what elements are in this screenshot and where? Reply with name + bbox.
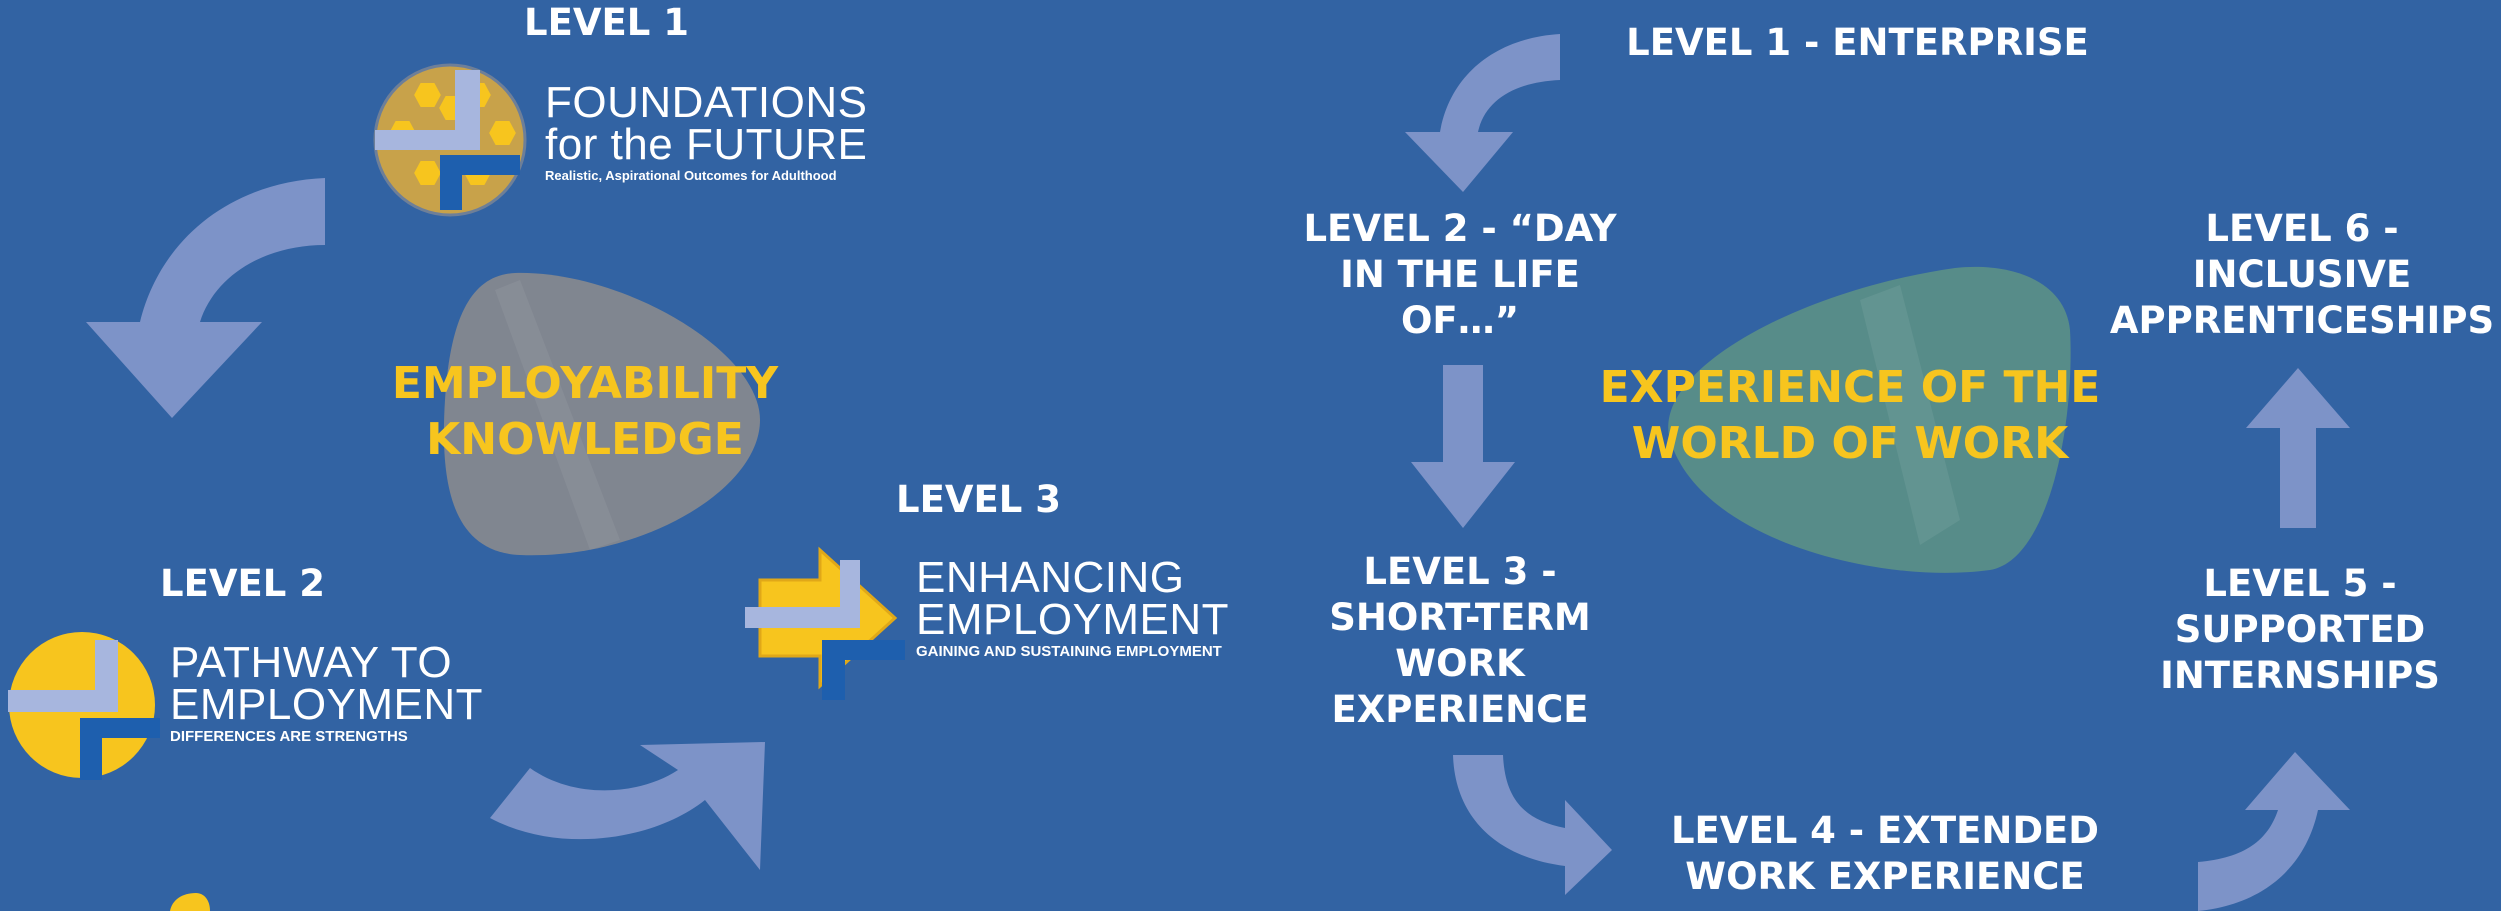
employability-knowledge-title: EMPLOYABILITY KNOWLEDGE xyxy=(391,358,779,465)
right-level3-label: LEVEL 3 - SHORT-TERM WORK EXPERIENCE xyxy=(1329,550,1591,731)
blob-highlight xyxy=(1860,285,1960,545)
left-level1-heading: LEVEL 1 xyxy=(524,1,689,44)
curved-arrow-level3-to-level4 xyxy=(1453,755,1612,895)
world-of-work-blob xyxy=(1668,266,2071,573)
right-level1-label: LEVEL 1 - ENTERPRISE xyxy=(1626,21,2089,64)
pathway-logo-text: PATHWAY TO EMPLOYMENT DIFFERENCES ARE ST… xyxy=(170,638,484,746)
partial-logo-icon xyxy=(170,893,210,911)
up-arrow-level5-to-level6 xyxy=(2246,368,2350,528)
down-arrow-level2-to-level3 xyxy=(1411,365,1515,528)
left-level3-heading: LEVEL 3 xyxy=(896,478,1061,521)
right-level5-label: LEVEL 5 - SUPPORTED INTERNSHIPS xyxy=(2160,562,2440,697)
left-level2-heading: LEVEL 2 xyxy=(160,562,325,605)
curved-arrow-level4-to-level5 xyxy=(2198,752,2350,911)
enhancing-logo-icon xyxy=(745,546,905,700)
pathway-logo-icon xyxy=(8,632,160,780)
right-level2-label: LEVEL 2 - “DAY IN THE LIFE OF…” xyxy=(1303,207,1617,342)
foundations-logo-icon xyxy=(373,63,527,217)
curved-arrow-left xyxy=(86,178,325,418)
curved-arrow-level1 xyxy=(1405,34,1560,192)
enhancing-logo-text: ENHANCING EMPLOYMENT GAINING AND SUSTAIN… xyxy=(916,553,1230,661)
foundations-logo-text: FOUNDATIONS for the FUTURE Realistic, As… xyxy=(545,78,868,184)
right-level4-label: LEVEL 4 - EXTENDED WORK EXPERIENCE xyxy=(1670,809,2100,898)
curved-arrow-bottom xyxy=(490,742,765,870)
employability-knowledge-blob xyxy=(443,272,760,556)
blob-highlight xyxy=(495,280,620,550)
right-level6-label: LEVEL 6 - INCLUSIVE APPRENTICESHIPS xyxy=(2109,207,2495,342)
world-of-work-title: EXPERIENCE OF THE WORLD OF WORK xyxy=(1599,362,2101,469)
